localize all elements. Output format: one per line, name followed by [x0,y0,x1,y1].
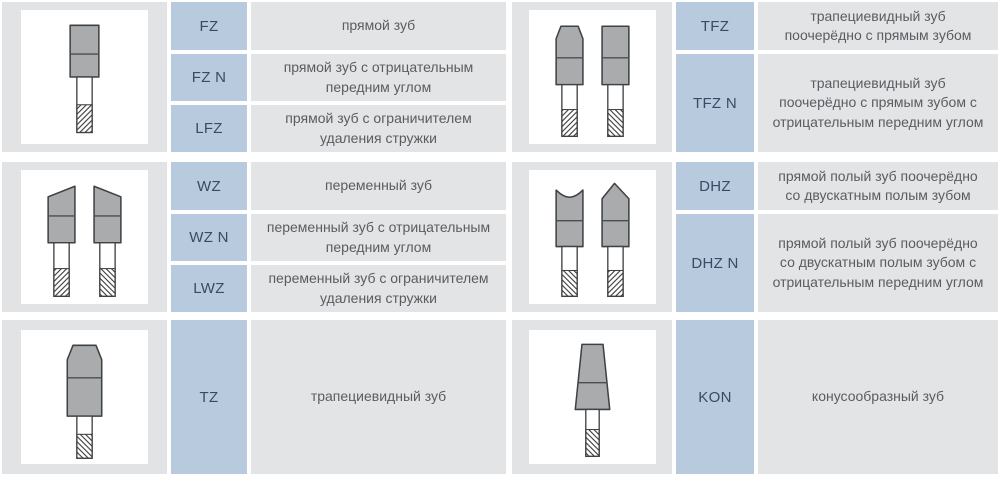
desc-cell-tfzn: трапециевидный зуб поочерёдно с прямым з… [758,54,998,152]
desc-cell-fz: прямой зуб [251,2,506,50]
code-cell-tfz: TFZ [676,2,754,50]
tz-trapezoid-tooth-icon [66,344,103,459]
band-fz-tfz: FZ FZ N LFZ прямой зуб прямой зуб с отри… [2,2,998,152]
fz-tooth-profile-image [21,10,148,144]
tfz-desc-column: трапециевидный зуб поочерёдно с прямым з… [758,2,998,152]
code-cell-kon: KON [676,320,754,474]
tz-desc-column: трапециевидный зуб [251,320,506,474]
dhz-image-cell [512,162,672,312]
band-tz-kon: TZ трапециевидный зуб KON конусообразный… [2,320,998,474]
wz-code-column: WZ WZ N LWZ [171,162,247,312]
desc-cell-wz: переменный зуб [251,162,506,210]
tfz-trapezoid-flat-teeth-icon [554,25,630,138]
fz-desc-column: прямой зуб прямой зуб с отрицательным пе… [251,2,506,152]
desc-cell-dhzn: прямой полый зуб поочерёдно со двускатны… [758,214,998,312]
desc-cell-lwz: переменный зуб с ограничителем удаления … [251,265,506,312]
tz-image-cell [2,320,167,474]
dhz-tooth-profile-image [528,170,656,304]
code-cell-dhzn: DHZ N [676,214,754,312]
wz-desc-column: переменный зуб переменный зуб с отрицате… [251,162,506,312]
code-cell-lwz: LWZ [171,265,247,312]
fz-straight-tooth-icon [69,24,100,134]
dhz-code-column: DHZ DHZ N [676,162,754,312]
desc-cell-tz: трапециевидный зуб [251,320,506,474]
tz-code-column: TZ [171,320,247,474]
kon-desc-column: конусообразный зуб [758,320,998,474]
kon-image-cell [512,320,672,474]
code-cell-tfzn: TFZ N [676,54,754,152]
code-cell-tz: TZ [171,320,247,474]
code-cell-dhz: DHZ [676,162,754,210]
fz-code-column: FZ FZ N LFZ [171,2,247,152]
wz-alternate-bevel-teeth-icon [47,185,122,298]
desc-cell-kon: конусообразный зуб [758,320,998,474]
tfz-image-cell [512,2,672,152]
tfz-tooth-profile-image [528,10,656,144]
code-cell-wz: WZ [171,162,247,210]
desc-cell-dhz: прямой полый зуб поочерёдно со двускатны… [758,162,998,210]
tfz-code-column: TFZ TFZ N [676,2,754,152]
dhz-hollow-roof-teeth-icon [554,182,630,298]
desc-cell-wzn: переменный зуб с отрицательным передним … [251,214,506,261]
code-cell-wzn: WZ N [171,214,247,261]
kon-conical-tooth-icon [574,343,610,458]
dhz-desc-column: прямой полый зуб поочерёдно со двускатны… [758,162,998,312]
desc-cell-fzn: прямой зуб с отрицательным передним угло… [251,54,506,101]
fz-image-cell [2,2,167,152]
kon-code-column: KON [676,320,754,474]
wz-tooth-profile-image [21,170,148,304]
band-wz-dhz: WZ WZ N LWZ переменный зуб переменный зу… [2,162,998,312]
tz-tooth-profile-image [21,330,148,464]
wz-image-cell [2,162,167,312]
code-cell-lfz: LFZ [171,105,247,152]
code-cell-fzn: FZ N [171,54,247,101]
code-cell-fz: FZ [171,2,247,50]
kon-tooth-profile-image [528,330,656,464]
desc-cell-lfz: прямой зуб с ограничителем удаления стру… [251,105,506,152]
desc-cell-tfz: трапециевидный зуб поочерёдно с прямым з… [758,2,998,50]
